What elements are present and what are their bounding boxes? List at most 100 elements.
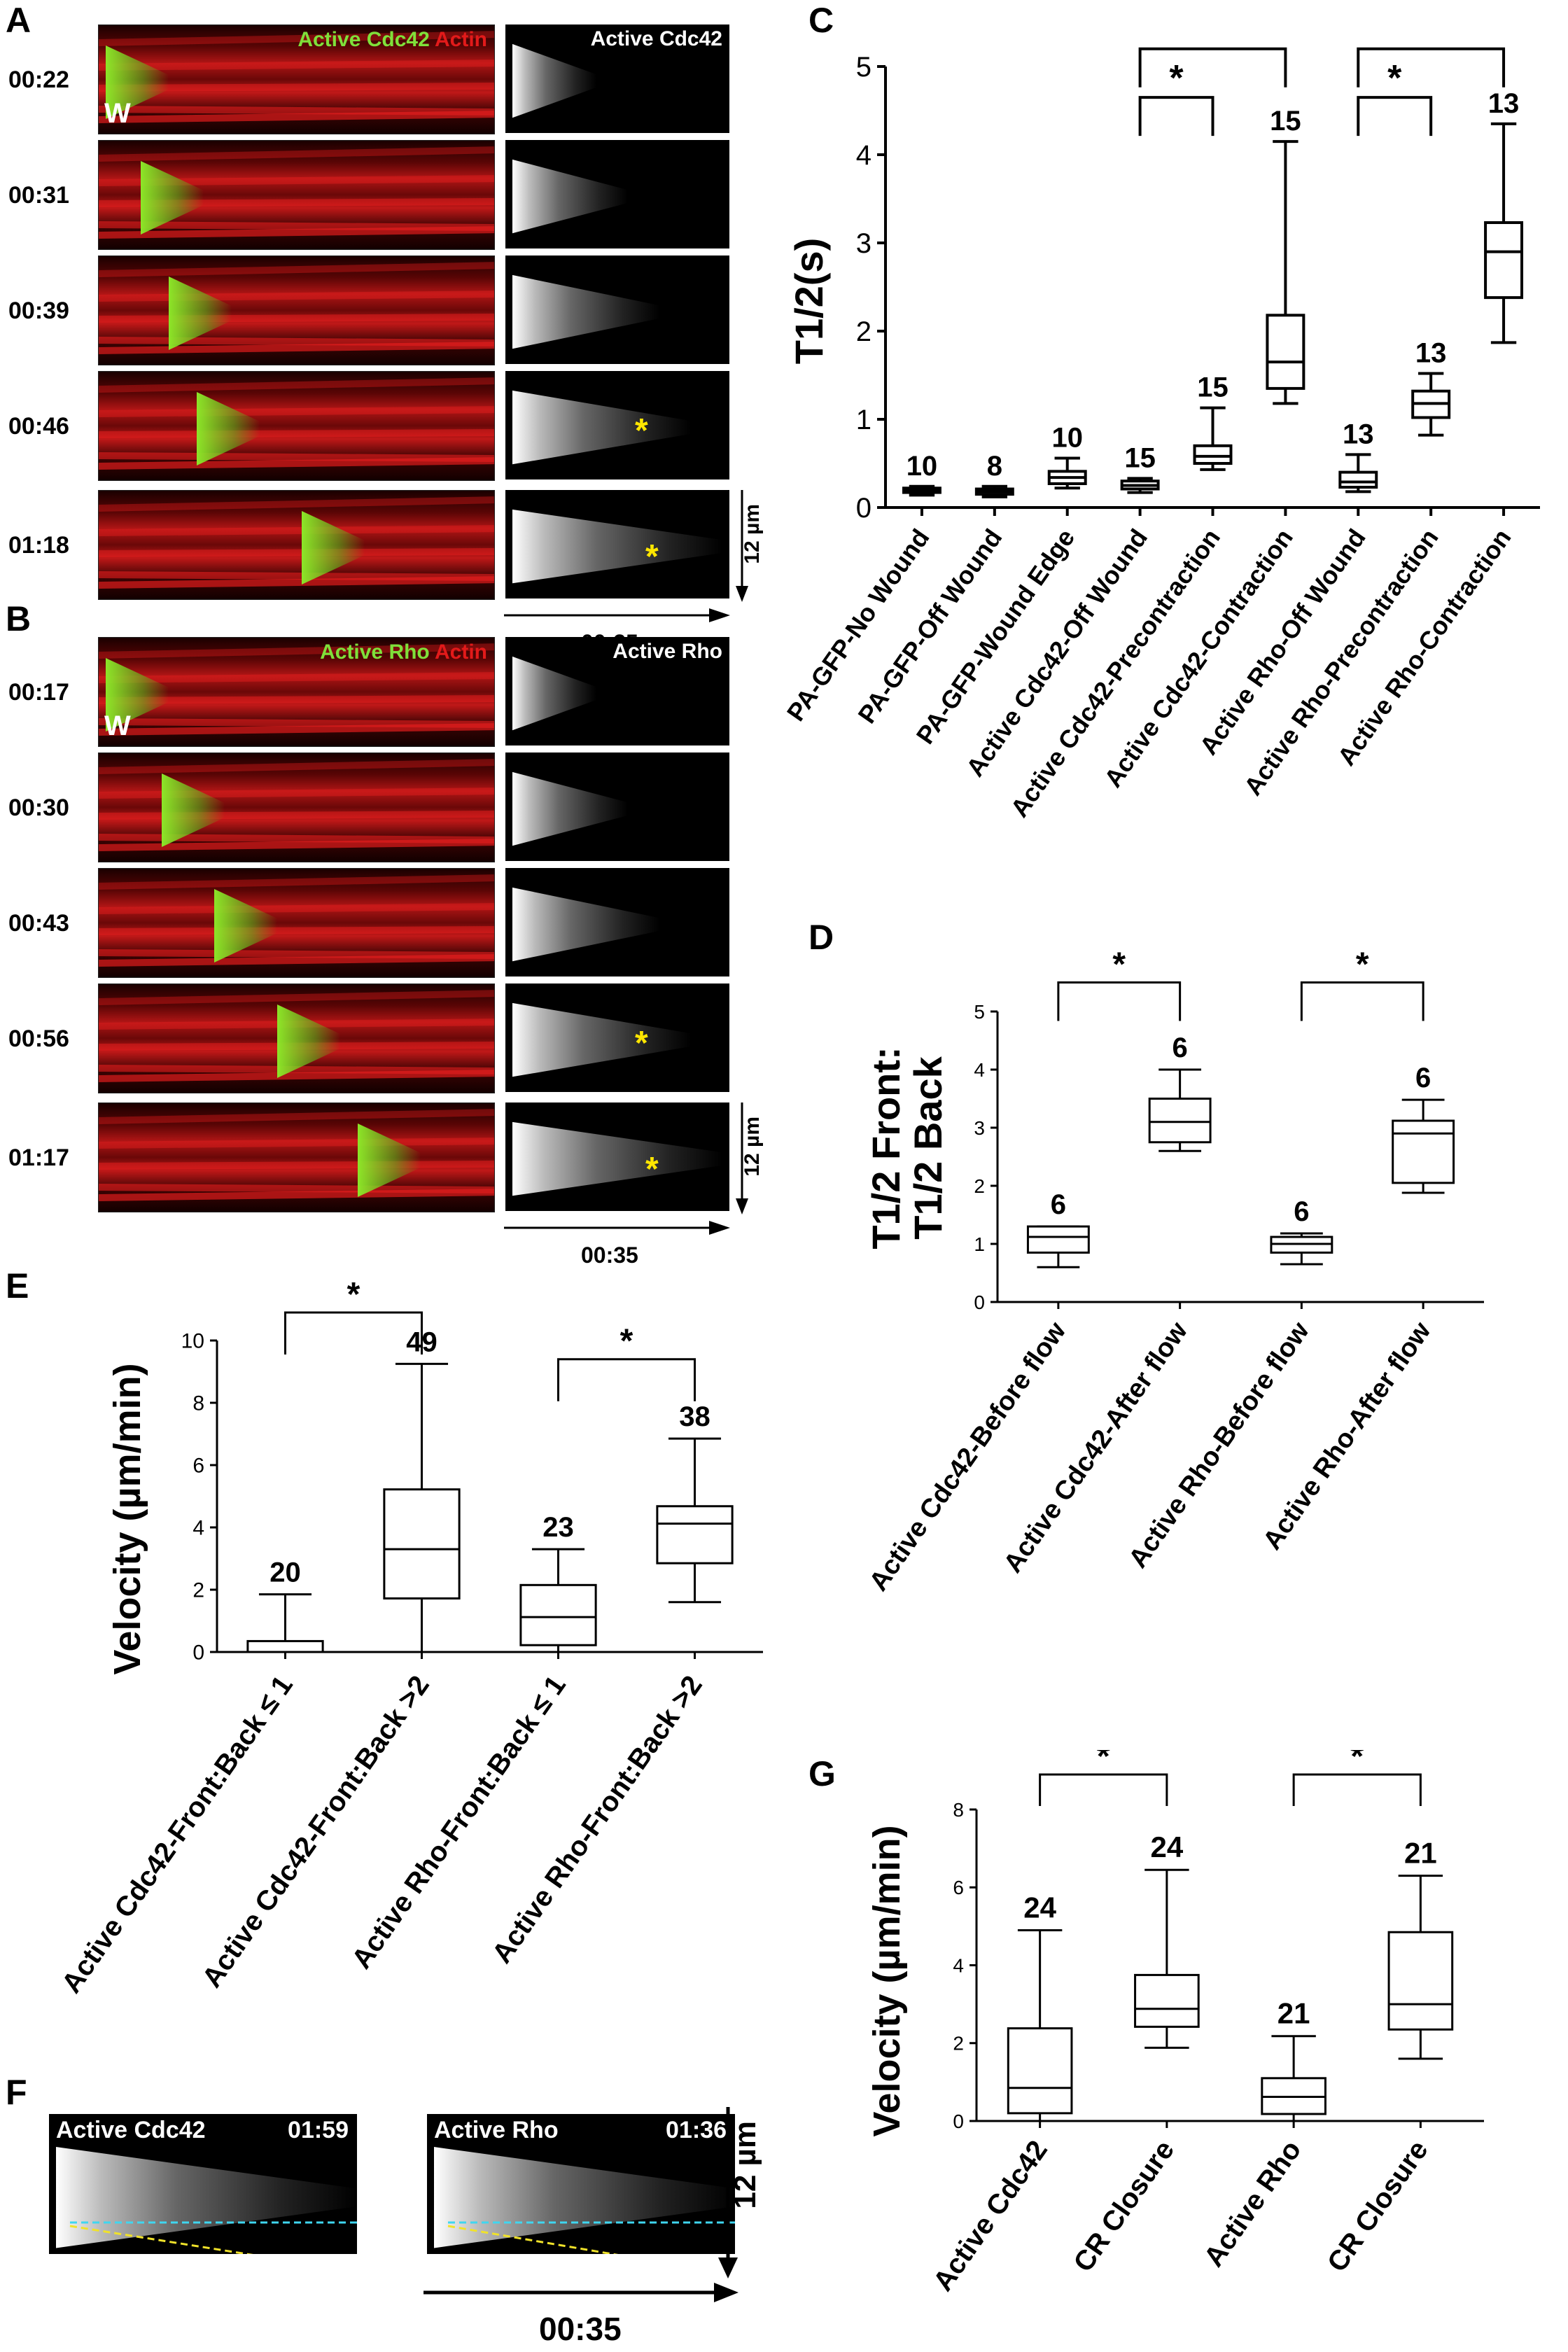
significance-star: * [1112, 946, 1126, 983]
category-label: Active Cdc42-Before flow [864, 1317, 1072, 1596]
merge-title-green: Active Cdc42 [298, 28, 430, 51]
signal-fan [512, 159, 628, 234]
box-plot: 13 [1484, 88, 1524, 344]
actin-streak [99, 1161, 494, 1170]
panel-f-vertical-scale-label: 12 µm [728, 2121, 762, 2209]
box-iqr [1392, 1119, 1455, 1184]
actin-streak [99, 788, 494, 799]
y-axis-title: Velocity (µm/min) [106, 1363, 148, 1674]
y-tick-label: 2 [192, 1579, 204, 1602]
box-plot: 15 [1120, 442, 1160, 494]
y-tick-label: 8 [192, 1392, 204, 1415]
box-iqr [1193, 444, 1233, 465]
box-plot: 13 [1411, 337, 1451, 437]
box-iqr [1266, 314, 1306, 390]
actin-streak [99, 903, 494, 914]
sample-size-label: 15 [1124, 442, 1156, 473]
gray-kymograph: Active Rho [505, 637, 729, 746]
category-label: PA-GFP-No Wound [784, 524, 934, 726]
actin-streak [99, 429, 494, 438]
y-axis-title: Velocity (µm/min) [866, 1825, 908, 2136]
merge-kymograph [98, 140, 495, 250]
significance-bracket [1057, 981, 1182, 1021]
actin-streak [99, 811, 494, 820]
horizontal-scale-label: 00:35 [581, 1242, 638, 1268]
significance-bracket [557, 1358, 696, 1401]
box-plot: 23 [519, 1512, 597, 1653]
significance-star: * [1205, 35, 1220, 50]
sample-size-label: 20 [270, 1558, 301, 1588]
actin-streak [99, 377, 494, 393]
panel-f-cdc42-kymograph: Active Cdc42 01:59 [49, 2114, 357, 2254]
significance-bracket [1292, 1773, 1422, 1806]
sample-size-label: 15 [1197, 372, 1228, 403]
y-tick-label: 4 [953, 1954, 964, 1976]
box-iqr [1338, 470, 1378, 489]
panel-d-label: D [808, 918, 834, 957]
fit-lines [69, 2221, 357, 2254]
sample-size-label: 8 [987, 451, 1002, 482]
merge-kymograph [98, 490, 495, 600]
panel-c-label: C [808, 1, 834, 40]
panel-f-cdc42-time: 01:59 [288, 2117, 349, 2143]
significance-star: * [1424, 35, 1438, 50]
timestamp-label: 01:18 [8, 532, 69, 559]
gray-kymograph [505, 140, 729, 248]
sample-size-label: 6 [1051, 1189, 1066, 1220]
merge-kymograph [98, 255, 495, 365]
y-tick-label: 0 [192, 1642, 204, 1665]
panel-f-vertical-scale-arrow [718, 2107, 738, 2278]
y-tick-label: 8 [953, 1799, 964, 1821]
y-tick-label: 6 [192, 1455, 204, 1478]
signal-fan [512, 1121, 722, 1196]
significance-star: * [635, 412, 648, 449]
significance-star: * [347, 1276, 360, 1313]
gray-kymograph [505, 868, 729, 976]
y-tick-label: 1 [856, 405, 872, 435]
merge-title: Active Rho Actin [320, 640, 487, 664]
merge-title-red: Actin [435, 640, 487, 664]
significance-star: * [645, 538, 659, 575]
vertical-scale-label: 12 µm [741, 504, 764, 564]
panel-f-rho-kymograph: Active Rho 01:36 [427, 2114, 735, 2254]
box-plot: 21 [1261, 1997, 1326, 2122]
gray-title: Active Cdc42 [590, 27, 722, 50]
panel-f-rho-time: 01:36 [666, 2117, 727, 2143]
timestamp-label: 00:39 [8, 298, 69, 324]
signal-fan [512, 274, 659, 349]
signal-fan [512, 43, 596, 118]
y-axis-title: T1/2(s) [787, 238, 831, 365]
actin-streak [99, 146, 494, 162]
actin-streak [99, 990, 494, 1005]
box-iqr [1484, 221, 1524, 300]
merge-kymograph [98, 983, 495, 1093]
category-label: Active Rho [1198, 2135, 1308, 2272]
gray-kymograph: Active Cdc42 [505, 24, 729, 133]
box-iqr [1134, 1973, 1200, 2028]
timestamp-label: 00:22 [8, 66, 69, 93]
y-axis-title-top: T1/2 Front: [864, 1046, 908, 1249]
box-plot: 8 [974, 451, 1014, 498]
gray-kymograph [505, 255, 729, 364]
vertical-scale-label: 12 µm [741, 1116, 764, 1177]
merge-kymograph [98, 371, 495, 481]
gray-kymograph: * [505, 490, 729, 598]
box-iqr [1026, 1225, 1090, 1254]
y-tick-label: 2 [856, 316, 872, 347]
y-tick-label: 3 [856, 228, 872, 259]
panel-b-label: B [6, 599, 31, 638]
category-label: Active Cdc42 [927, 2135, 1054, 2297]
y-tick-label: 4 [856, 140, 872, 171]
category-label: CR Closure [1322, 2135, 1434, 2278]
significance-star: * [1097, 1750, 1110, 1775]
box-plot: 49 [383, 1326, 461, 1653]
panel-e-label: E [6, 1266, 29, 1306]
significance-bracket [1357, 96, 1433, 136]
box-plot: 21 [1387, 1837, 1454, 2060]
significance-star: * [645, 1151, 659, 1188]
box-iqr [1387, 1931, 1454, 2031]
